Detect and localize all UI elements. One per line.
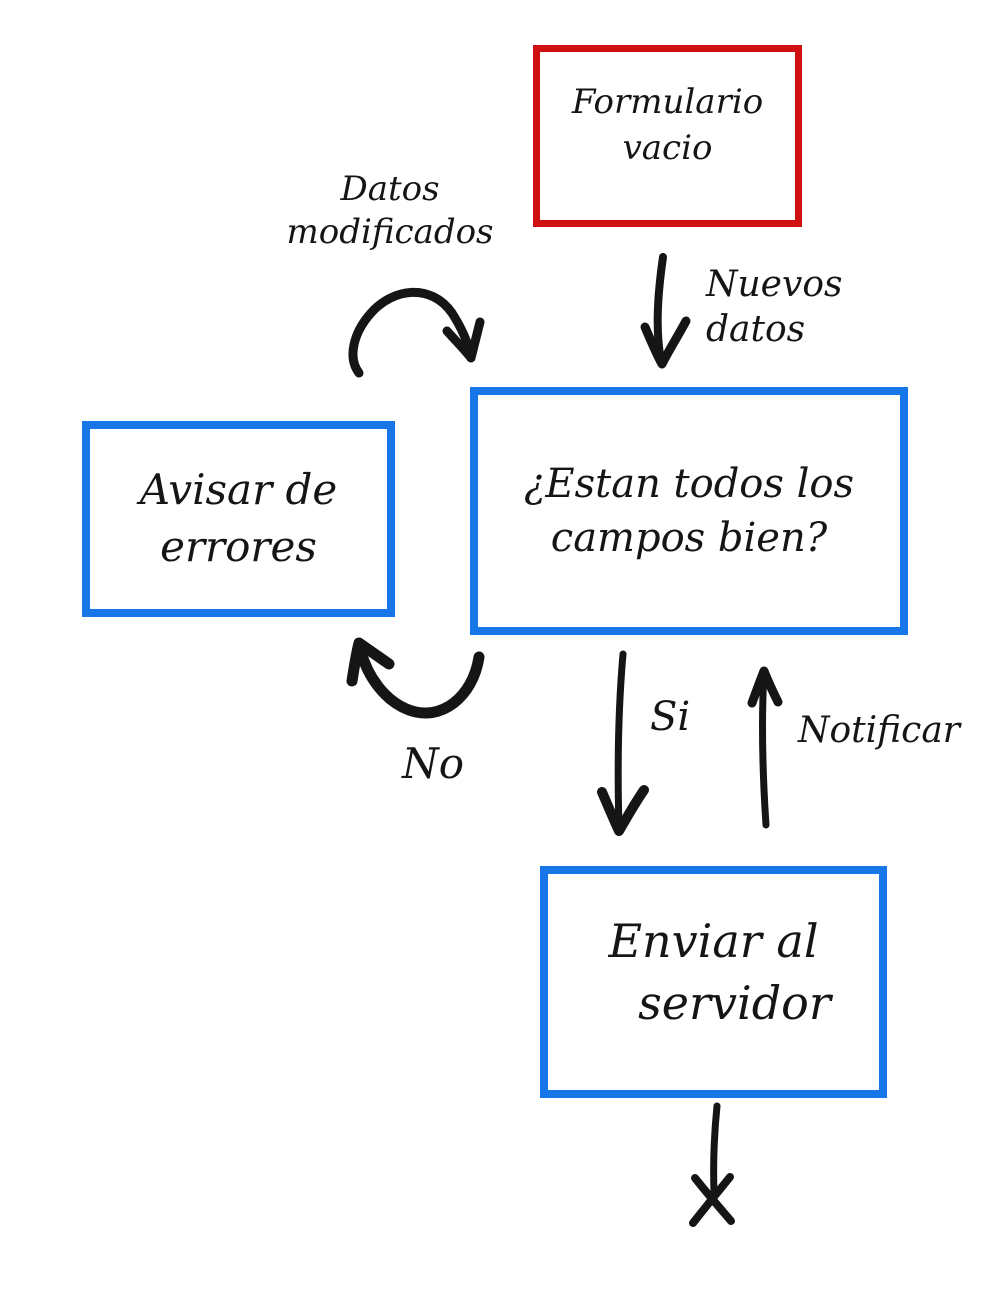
node-label-line: Avisar de [139,465,338,515]
no-arrow [346,637,485,719]
edge-label-si: Si [650,694,691,740]
end-terminator-arrow [689,1102,735,1227]
node-enviar-servidor: Enviar al servidor [540,866,887,1098]
datos-modificados-arrow [348,287,485,378]
node-label-line: Enviar al [608,914,819,968]
node-label-line: ¿Estan todos los [523,461,855,507]
node-label-line: servidor [638,976,831,1031]
edge-label-nuevos-datos: Nuevos datos [706,262,842,352]
node-label-line: campos bien? [550,515,828,561]
node-label-line: errores [160,522,317,571]
edge-label-notificar: Notificar [798,710,960,751]
node-label-line: vacio [622,127,713,168]
edge-label-line: Nuevos [706,264,843,305]
node-campos-bien: ¿Estan todos los campos bien? [470,387,908,635]
edge-label-no: No [402,739,465,788]
edge-label-line: datos [706,309,806,350]
notificar-arrow [747,666,783,829]
nuevos-datos-arrow [640,253,691,369]
node-formulario-vacio: Formulario vacio [533,45,802,227]
edge-label-line: Datos [340,169,440,209]
node-label-line: Formulario [571,82,764,122]
edge-label-datos-modificados: Datos modificados [260,168,520,253]
node-avisar-errores: Avisar de errores [82,421,395,617]
edge-label-line: modificados [286,211,494,252]
si-arrow [597,650,649,836]
